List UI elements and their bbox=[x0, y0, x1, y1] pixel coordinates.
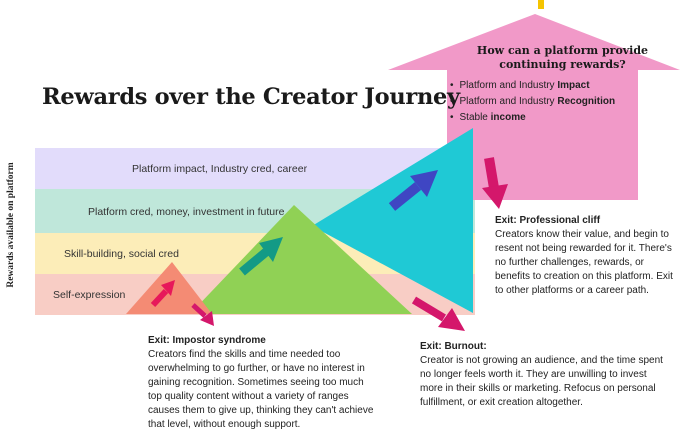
callout-item: Platform and Industry Impact bbox=[450, 78, 675, 94]
exit-professional-heading: Exit: Professional cliff bbox=[495, 215, 601, 226]
exit-professional: Exit: Professional cliff Creators know t… bbox=[495, 214, 673, 298]
callout-item: Stable income bbox=[450, 110, 675, 126]
arrow-up-small bbox=[150, 280, 175, 308]
arrow-exit-impostor bbox=[191, 303, 214, 326]
exit-impostor: Exit: Impostor syndrome Creators find th… bbox=[148, 334, 380, 432]
callout-item: Platform and Industry Recognition bbox=[450, 94, 675, 110]
exit-burnout: Exit: Burnout: Creator is not growing an… bbox=[420, 340, 670, 410]
band-label-skill-building: Skill-building, social cred bbox=[64, 248, 179, 260]
callout-question: How can a platform provide continuing re… bbox=[476, 44, 649, 71]
exit-impostor-body: Creators find the skills and time needed… bbox=[148, 349, 374, 430]
callout-list: Platform and Industry Impact Platform an… bbox=[450, 78, 675, 126]
exit-burnout-heading: Exit: Burnout: bbox=[420, 341, 487, 352]
triangle-green bbox=[190, 205, 412, 314]
callout-top-bar bbox=[538, 0, 544, 9]
arrow-up-teal bbox=[388, 170, 438, 211]
arrow-exit-professional bbox=[482, 157, 508, 209]
exit-impostor-heading: Exit: Impostor syndrome bbox=[148, 335, 266, 346]
y-axis-label: Rewards available on platform bbox=[6, 162, 16, 288]
band-label-self-expression: Self-expression bbox=[53, 289, 126, 301]
arrow-up-green bbox=[239, 237, 283, 276]
exit-burnout-body: Creator is not growing an audience, and … bbox=[420, 355, 663, 408]
band-label-platform-cred: Platform cred, money, investment in futu… bbox=[88, 206, 285, 218]
exit-professional-body: Creators know their value, and begin to … bbox=[495, 229, 673, 296]
arrow-exit-burnout bbox=[411, 296, 465, 331]
diagram-title: Rewards over the Creator Journey bbox=[42, 84, 460, 110]
band-label-platform-impact: Platform impact, Industry cred, career bbox=[132, 163, 308, 175]
